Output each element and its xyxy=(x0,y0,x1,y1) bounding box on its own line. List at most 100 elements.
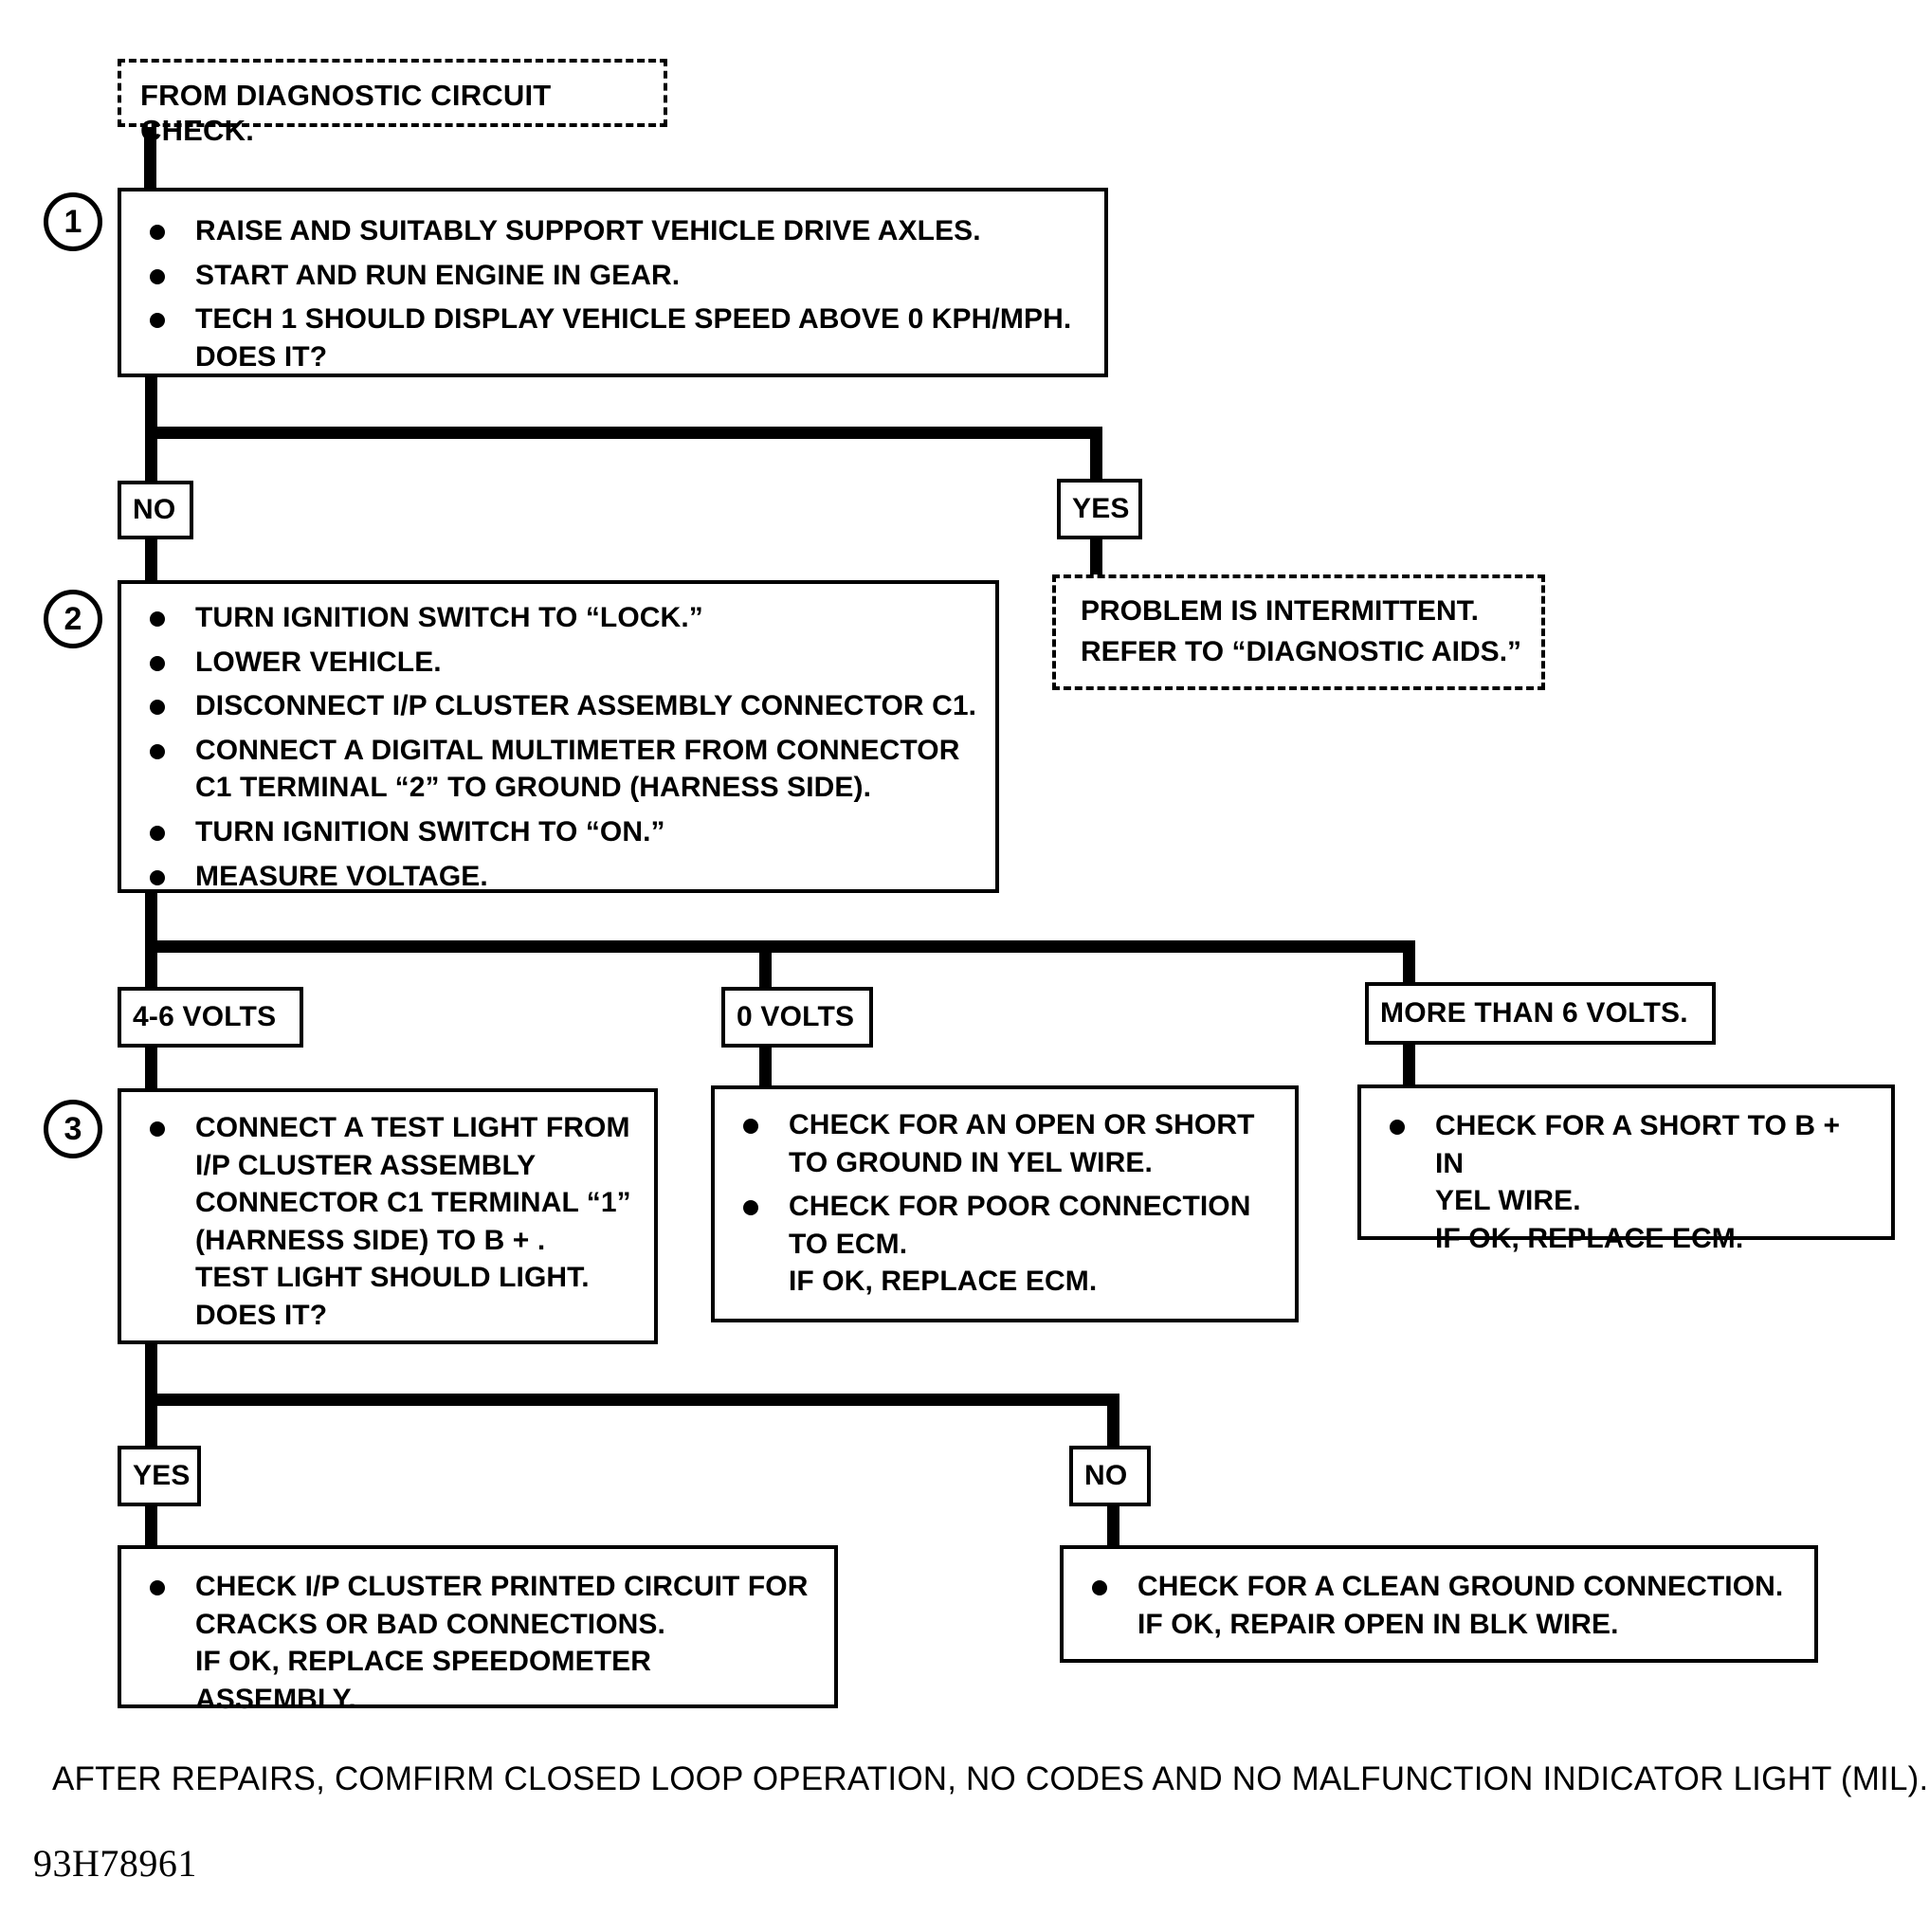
connector-step3-yes-drop xyxy=(145,1394,157,1449)
list-item-text: CHECK FOR A SHORT TO B + IN YEL WIRE. IF… xyxy=(1435,1110,1841,1254)
connector-step3-horizontal-bus xyxy=(145,1394,1119,1406)
branch-label-4-6-volts: 4-6 VOLTS xyxy=(118,987,303,1048)
list-item-text: MEASURE VOLTAGE. xyxy=(195,860,488,892)
list-item: MEASURE VOLTAGE. xyxy=(150,858,978,896)
step-number-2-circle: 2 xyxy=(44,590,102,648)
list-item-text: CONNECT A TEST LIGHT FROM I/P CLUSTER AS… xyxy=(195,1112,631,1331)
connector-step3-no-to-result xyxy=(1107,1506,1119,1548)
list-item-text: RAISE AND SUITABLY SUPPORT VEHICLE DRIVE… xyxy=(195,215,981,246)
connector-step2-stem xyxy=(145,893,157,950)
connector-step1-stem xyxy=(145,377,157,436)
branch-label-step1-yes: YES xyxy=(1057,479,1142,539)
step-3-box: CONNECT A TEST LIGHT FROM I/P CLUSTER AS… xyxy=(118,1088,658,1344)
branch-label-step3-no: NO xyxy=(1069,1446,1151,1506)
connector-4to6v-to-step3 xyxy=(145,1048,157,1089)
result-step3-yes-list: CHECK I/P CLUSTER PRINTED CIRCUIT FOR CR… xyxy=(121,1549,834,1734)
list-item: CHECK FOR A SHORT TO B + IN YEL WIRE. IF… xyxy=(1390,1107,1874,1257)
result-step3-yes-box: CHECK I/P CLUSTER PRINTED CIRCUIT FOR CR… xyxy=(118,1545,838,1715)
connector-0v-to-result xyxy=(759,1048,772,1085)
step-number-3-circle: 3 xyxy=(44,1100,102,1158)
bullet-dot-icon xyxy=(150,700,165,716)
start-terminal-label: FROM DIAGNOSTIC CIRCUIT CHECK. xyxy=(140,79,552,148)
list-item: RAISE AND SUITABLY SUPPORT VEHICLE DRIVE… xyxy=(150,212,1087,250)
list-item: TECH 1 SHOULD DISPLAY VEHICLE SPEED ABOV… xyxy=(150,301,1087,375)
bullet-dot-icon xyxy=(1390,1120,1405,1135)
list-item-text: DISCONNECT I/P CLUSTER ASSEMBLY CONNECTO… xyxy=(195,690,977,722)
bullet-dot-icon xyxy=(150,225,165,240)
result-0-volts-box: CHECK FOR AN OPEN OR SHORT TO GROUND IN … xyxy=(711,1085,1299,1322)
connector-step3-yes-to-result xyxy=(145,1506,157,1548)
connector-step3-no-drop xyxy=(1107,1394,1119,1449)
step-number-3-text: 3 xyxy=(64,1111,82,1147)
list-item-text: START AND RUN ENGINE IN GEAR. xyxy=(195,259,681,291)
bullet-dot-icon xyxy=(743,1200,758,1216)
list-item-text: CHECK FOR POOR CONNECTION TO ECM. IF OK,… xyxy=(789,1191,1251,1298)
branch-label-step3-yes: YES xyxy=(118,1446,201,1506)
list-item: CONNECT A DIGITAL MULTIMETER FROM CONNEC… xyxy=(150,732,978,807)
bullet-dot-icon xyxy=(150,1121,165,1137)
start-terminal: FROM DIAGNOSTIC CIRCUIT CHECK. xyxy=(118,59,667,147)
step-2-box: TURN IGNITION SWITCH TO “LOCK.” LOWER VE… xyxy=(118,580,999,893)
connector-step1-no-drop xyxy=(145,427,157,483)
branch-label-0-volts: 0 VOLTS xyxy=(721,987,873,1048)
bullet-dot-icon xyxy=(1092,1580,1107,1595)
branch-label-more-than-6-volts: MORE THAN 6 VOLTS. xyxy=(1365,982,1716,1045)
list-item: TURN IGNITION SWITCH TO “LOCK.” xyxy=(150,599,978,637)
connector-over6v-to-result xyxy=(1403,1045,1415,1084)
step-number-1-circle: 1 xyxy=(44,192,102,251)
result-intermittent-box: PROBLEM IS INTERMITTENT. REFER TO “DIAGN… xyxy=(1052,574,1545,690)
connector-step2-horizontal-bus xyxy=(145,940,1415,953)
result-step3-no-box: CHECK FOR A CLEAN GROUND CONNECTION. IF … xyxy=(1060,1545,1818,1663)
bullet-dot-icon xyxy=(150,1580,165,1595)
bullet-dot-icon xyxy=(150,743,165,759)
connector-step1-horizontal-bus xyxy=(145,427,1102,439)
step-1-bullet-list: RAISE AND SUITABLY SUPPORT VEHICLE DRIVE… xyxy=(121,191,1104,392)
list-item: CHECK FOR A CLEAN GROUND CONNECTION. IF … xyxy=(1092,1568,1797,1643)
connector-yes-to-intermittent xyxy=(1090,539,1102,578)
step-2-bullet-list: TURN IGNITION SWITCH TO “LOCK.” LOWER VE… xyxy=(121,584,995,911)
connector-branch-0v-drop xyxy=(759,940,772,990)
list-item-text: CHECK I/P CLUSTER PRINTED CIRCUIT FOR CR… xyxy=(195,1571,809,1715)
list-item-text: TURN IGNITION SWITCH TO “ON.” xyxy=(195,815,665,848)
footer-note: AFTER REPAIRS, COMFIRM CLOSED LOOP OPERA… xyxy=(52,1760,1929,1797)
connector-step1-yes-drop xyxy=(1090,427,1102,483)
list-item: START AND RUN ENGINE IN GEAR. xyxy=(150,257,1087,295)
list-item-text: LOWER VEHICLE. xyxy=(195,646,442,678)
bullet-dot-icon xyxy=(150,313,165,329)
list-item-text: TURN IGNITION SWITCH TO “LOCK.” xyxy=(195,602,703,633)
result-intermittent-text: PROBLEM IS INTERMITTENT. REFER TO “DIAGN… xyxy=(1081,595,1522,667)
list-item: LOWER VEHICLE. xyxy=(150,644,978,682)
result-step3-no-list: CHECK FOR A CLEAN GROUND CONNECTION. IF … xyxy=(1064,1549,1814,1659)
list-item: CONNECT A TEST LIGHT FROM I/P CLUSTER AS… xyxy=(150,1109,637,1335)
step-number-1-text: 1 xyxy=(64,204,82,240)
branch-label-text: NO xyxy=(1084,1460,1128,1491)
step-1-box: RAISE AND SUITABLY SUPPORT VEHICLE DRIVE… xyxy=(118,188,1108,377)
result-0-volts-list: CHECK FOR AN OPEN OR SHORT TO GROUND IN … xyxy=(715,1089,1295,1317)
list-item-text: CHECK FOR AN OPEN OR SHORT TO GROUND IN … xyxy=(789,1109,1255,1178)
list-item: CHECK I/P CLUSTER PRINTED CIRCUIT FOR CR… xyxy=(150,1568,817,1718)
result-more-than-6-volts-list: CHECK FOR A SHORT TO B + IN YEL WIRE. IF… xyxy=(1361,1088,1891,1273)
list-item-text: TECH 1 SHOULD DISPLAY VEHICLE SPEED ABOV… xyxy=(195,303,1072,373)
connector-step3-stem xyxy=(145,1344,157,1403)
bullet-dot-icon xyxy=(150,825,165,841)
step-number-2-text: 2 xyxy=(64,601,82,637)
branch-label-text: YES xyxy=(1072,493,1130,524)
list-item: DISCONNECT I/P CLUSTER ASSEMBLY CONNECTO… xyxy=(150,687,978,725)
bullet-dot-icon xyxy=(150,268,165,284)
list-item: CHECK FOR POOR CONNECTION TO ECM. IF OK,… xyxy=(743,1188,1278,1301)
branch-label-step1-no: NO xyxy=(118,481,193,539)
branch-label-text: 4-6 VOLTS xyxy=(133,1001,277,1032)
branch-label-text: NO xyxy=(133,494,176,525)
bullet-dot-icon xyxy=(743,1119,758,1134)
connector-branch-4to6v-drop xyxy=(145,940,157,990)
branch-label-text: YES xyxy=(133,1460,191,1491)
bullet-dot-icon xyxy=(150,611,165,627)
step-3-bullet-list: CONNECT A TEST LIGHT FROM I/P CLUSTER AS… xyxy=(121,1092,654,1351)
connector-branch-over6v-drop xyxy=(1403,940,1415,990)
connector-start-to-step1 xyxy=(144,127,156,188)
list-item-text: CHECK FOR A CLEAN GROUND CONNECTION. IF … xyxy=(1137,1571,1784,1640)
branch-label-text: MORE THAN 6 VOLTS. xyxy=(1380,997,1688,1029)
branch-label-text: 0 VOLTS xyxy=(737,1001,855,1032)
document-id: 93H78961 xyxy=(33,1842,197,1885)
